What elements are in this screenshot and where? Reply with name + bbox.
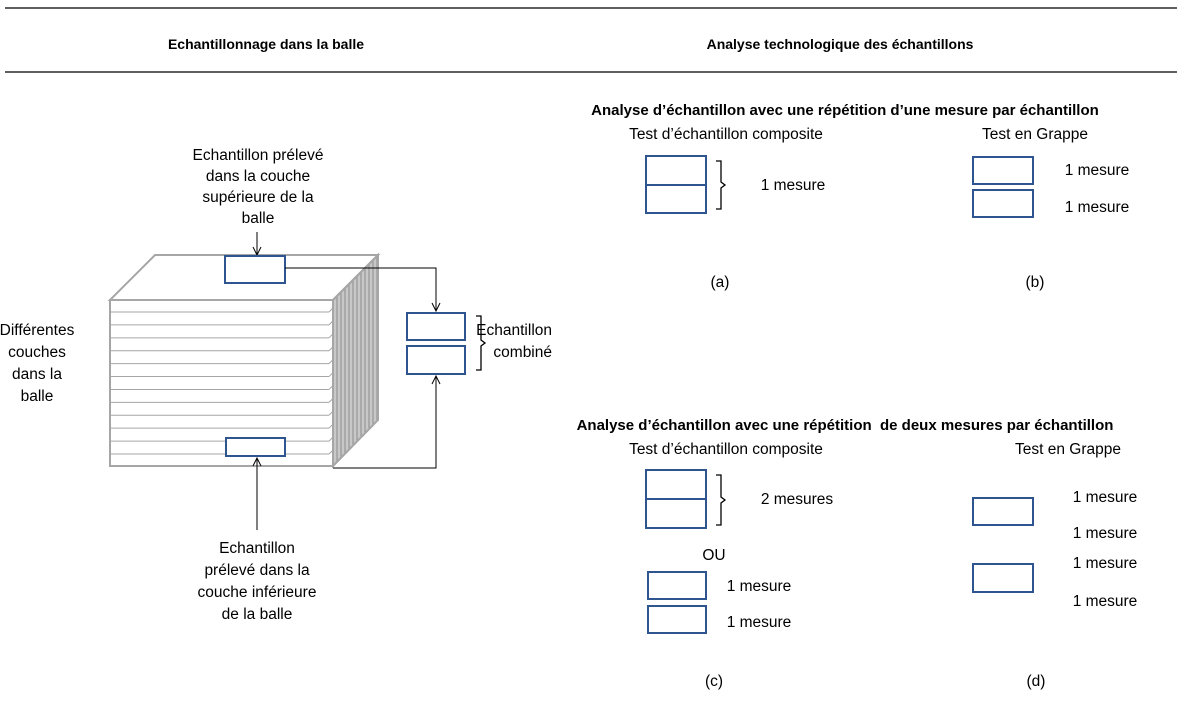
section-one-cluster-title: Test en Grappe — [982, 126, 1088, 143]
combined-label-line-1: Echantillon — [476, 322, 552, 339]
layers-label-line-4: balle — [21, 388, 54, 405]
section-one-composite-box-lower — [645, 184, 707, 214]
section-one-cluster-box-2 — [972, 189, 1034, 218]
section-two-title: Analyse d’échantillon avec une répétitio… — [577, 417, 1114, 434]
label-b: (b) — [1026, 274, 1045, 291]
bale-layer-edge — [328, 346, 334, 352]
bottom-to-combined-connector — [333, 376, 436, 469]
bottom-sample-label-line-2: prélevé dans la — [204, 562, 310, 579]
bottom-sample-label-line-1: Echantillon — [219, 540, 295, 557]
bale-layer-edge — [328, 436, 334, 442]
section-two-composite-box-lower — [645, 498, 707, 529]
combined-sample-bracket — [476, 315, 487, 371]
bottom-sample-box — [225, 437, 286, 457]
bale-layer-edge — [328, 320, 334, 326]
top-sample-label-line-3: supérieure de la — [202, 189, 314, 206]
header-left: Echantillonnage dans la balle — [168, 36, 364, 52]
section-two-composite-bracket — [716, 474, 727, 526]
layers-label-line-2: couches — [8, 344, 66, 361]
combined-sample-box-lower — [406, 345, 466, 375]
label-d: (d) — [1027, 673, 1046, 690]
top-sample-label-line-1: Echantillon prélevé — [193, 147, 324, 164]
section-two-alt-box-2 — [647, 605, 707, 634]
section-two-alt-box-1 — [647, 571, 707, 600]
section-two-cluster-box-2 — [972, 563, 1034, 593]
section-one-title: Analyse d’échantillon avec une répétitio… — [591, 102, 1099, 119]
section-two-alt-measure-1: 1 mesure — [727, 578, 792, 595]
section-one-composite-title: Test d’échantillon composite — [629, 126, 823, 143]
section-one-cluster-box-1 — [972, 156, 1034, 185]
bottom-sample-label-line-3: couche inférieure — [198, 584, 317, 601]
section-one-composite-measure: 1 mesure — [761, 177, 826, 194]
section-two-composite-title: Test d’échantillon composite — [629, 441, 823, 458]
top-sample-box — [224, 255, 286, 284]
combined-label-line-2: combiné — [493, 344, 552, 361]
section-two-composite-measure: 2 mesures — [761, 491, 834, 508]
bale-layer-edge — [328, 410, 334, 416]
top-sample-label-line-4: balle — [242, 210, 275, 227]
bale-layers — [111, 307, 334, 455]
bale-layer-edge — [328, 385, 334, 390]
header-right: Analyse technologique des échantillons — [707, 36, 974, 52]
section-two-or-label: OU — [702, 547, 725, 564]
section-two-cluster-measure-1: 1 mesure — [1073, 489, 1138, 506]
section-two-cluster-title: Test en Grappe — [1015, 441, 1121, 458]
section-one-composite-bracket — [716, 160, 727, 210]
bale-layer-edge — [328, 398, 334, 403]
bale-layer-edge — [328, 423, 334, 429]
bale — [107, 252, 381, 469]
section-two-composite-box-upper — [645, 469, 707, 500]
bale-layer-edge — [328, 372, 334, 377]
layers-label-line-3: dans la — [12, 366, 62, 383]
bale-layer-edge — [328, 307, 334, 313]
section-two-cluster-box-1 — [972, 497, 1034, 526]
layers-label-line-1: Différentes — [0, 322, 75, 339]
bale-layer-edge — [328, 333, 334, 339]
label-c: (c) — [705, 673, 723, 690]
section-two-cluster-measure-2: 1 mesure — [1073, 525, 1138, 542]
bale-layer-edge — [328, 359, 334, 364]
section-two-cluster-measure-4: 1 mesure — [1073, 593, 1138, 610]
bottom-sample-label-line-4: de la balle — [222, 606, 293, 623]
section-two-cluster-measure-3: 1 mesure — [1073, 555, 1138, 572]
bale-front-face — [109, 299, 334, 467]
section-one-cluster-measure-1: 1 mesure — [1065, 162, 1130, 179]
section-two-alt-measure-2: 1 mesure — [727, 614, 792, 631]
top-to-combined-connector — [285, 267, 436, 311]
label-a: (a) — [711, 274, 730, 291]
section-one-cluster-measure-2: 1 mesure — [1065, 199, 1130, 216]
section-one-composite-box-upper — [645, 155, 707, 186]
bale-layer-edge — [328, 449, 334, 455]
combined-sample-box-upper — [406, 312, 466, 341]
top-sample-label-line-2: dans la couche — [206, 168, 310, 185]
